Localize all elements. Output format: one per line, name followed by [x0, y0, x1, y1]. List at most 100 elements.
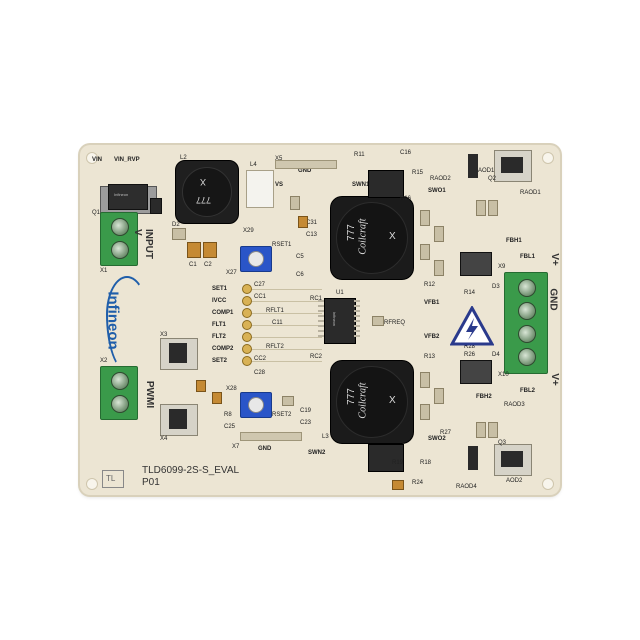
- transistor-x3: [160, 338, 198, 370]
- label-l3: L3: [322, 434, 329, 440]
- label-r27: R27: [440, 430, 452, 436]
- label-c19: C19: [300, 408, 312, 414]
- label-c23: C23: [300, 420, 312, 426]
- label-gnd-right: GND: [547, 288, 559, 311]
- diode-aod1: [468, 154, 478, 178]
- label-c25: C25: [224, 424, 236, 430]
- smd-cap: [392, 480, 404, 490]
- u1-marking: Infineon: [332, 311, 338, 327]
- label-x7: X7: [232, 444, 240, 450]
- ic-u1-pins-left: [318, 300, 324, 340]
- corner-mark-box: TL: [102, 470, 124, 488]
- label-rc2: RC2: [310, 354, 323, 360]
- trimmer-rset1[interactable]: [240, 246, 272, 272]
- label-cc1: CC1: [254, 294, 267, 300]
- label-c28: C28: [254, 370, 266, 376]
- smd-part: [420, 372, 430, 388]
- warning-hv-icon: [449, 304, 495, 346]
- diode-d2: [172, 228, 186, 240]
- label-pwmi: PWMI: [144, 380, 156, 409]
- label-fbl1: FBL1: [520, 254, 535, 260]
- label-input-v: INPUT V: [132, 229, 154, 259]
- label-pwmi-rotated: PWMI: [144, 375, 158, 415]
- pin-label-column: SET1 IVCC COMP1 FLT1 FLT2 COMP2 SET2: [212, 286, 282, 376]
- label-x4: X4: [160, 436, 168, 442]
- smd-part: [488, 200, 498, 216]
- label-vfb1: VFB1: [424, 300, 440, 306]
- connector-x1-input-v[interactable]: [100, 212, 138, 266]
- connector-x2-pwmi[interactable]: [100, 366, 138, 420]
- l2-marking-x: X: [200, 177, 207, 187]
- infineon-logo: Infineon: [104, 276, 148, 372]
- smd-cap: [196, 380, 206, 392]
- label-vfb2: VFB2: [424, 334, 440, 340]
- label-r26: R26: [464, 352, 476, 358]
- mounting-hole-tr: [542, 152, 554, 164]
- label-q3: Q3: [498, 440, 507, 446]
- label-d4: D4: [492, 352, 500, 358]
- fet-swn2: [368, 444, 404, 472]
- fet-d3: [460, 252, 492, 276]
- label-x27: X27: [226, 270, 237, 276]
- label-r28: R28: [464, 344, 476, 350]
- label-c31: C31: [306, 220, 318, 226]
- mounting-hole-bl: [86, 478, 98, 490]
- q1-marking: Infineon: [114, 192, 129, 197]
- smd-part: [290, 196, 300, 210]
- mounting-hole-tl: [86, 152, 98, 164]
- label-swn1: SWN1: [352, 182, 370, 188]
- transistor-q3: [494, 444, 532, 476]
- inductor-l2: X 777: [175, 160, 239, 224]
- label-x2: X2: [100, 358, 108, 364]
- label-x28: X28: [226, 386, 237, 392]
- smd-cap: [298, 216, 308, 228]
- label-rflt1: RFLT1: [266, 308, 284, 314]
- connector-l4: [246, 170, 274, 208]
- label-x29: X29: [243, 228, 254, 234]
- label-v-plus: V+: [548, 253, 560, 266]
- l1-marking-777: 777: [345, 224, 357, 241]
- label-raod2: RAOD2: [430, 176, 451, 182]
- header-x7: [240, 432, 302, 441]
- smd-cap: [212, 392, 222, 404]
- cap-c1: [187, 242, 201, 258]
- label-c16: C16: [400, 150, 412, 156]
- smd-part: [434, 260, 444, 276]
- label-rset1: RSET1: [272, 242, 292, 248]
- connector-x9-output[interactable]: [504, 272, 548, 374]
- logo-text: Infineon: [104, 291, 122, 350]
- output-labels: V+ GND V+: [547, 253, 562, 394]
- label-x10: X10: [498, 372, 509, 378]
- label-swo2: SWO2: [428, 436, 446, 442]
- label-r16: R16: [400, 196, 412, 202]
- smd-part: [420, 404, 430, 420]
- ic-u1: Infineon: [324, 298, 356, 344]
- pin-set2: SET2: [212, 358, 228, 364]
- label-aod2: AOD2: [506, 478, 523, 484]
- header-x5: [275, 160, 337, 169]
- label-d2: D2: [172, 222, 180, 228]
- transistor-q1: Infineon: [100, 180, 157, 216]
- ic-u1-pins-right: [354, 300, 360, 340]
- label-rc1: RC1: [310, 296, 323, 302]
- label-rflt2: RFLT2: [266, 344, 284, 350]
- label-r11: R11: [354, 152, 365, 158]
- label-x3: X3: [160, 332, 168, 338]
- trace-bundle: [252, 286, 322, 368]
- smd-part: [420, 210, 430, 226]
- fet-swn1: [368, 170, 404, 198]
- test-pad-column: [242, 284, 252, 374]
- label-vin: VIN: [92, 157, 103, 163]
- l1-marking-coilcraft: Coilcraft: [357, 218, 369, 255]
- label-r12: R12: [424, 282, 436, 288]
- label-r8: R8: [224, 412, 232, 418]
- label-r14: R14: [464, 290, 476, 296]
- label-fbh2: FBH2: [476, 394, 492, 400]
- label-x1: X1: [100, 268, 108, 274]
- l3-marking-777: 777: [345, 388, 357, 405]
- pin-comp1: COMP1: [212, 310, 234, 316]
- label-r19: R19: [392, 460, 404, 466]
- label-rfreq: RFREQ: [384, 320, 405, 326]
- trimmer-rset2[interactable]: [240, 392, 272, 418]
- corner-mark: TL: [106, 474, 116, 483]
